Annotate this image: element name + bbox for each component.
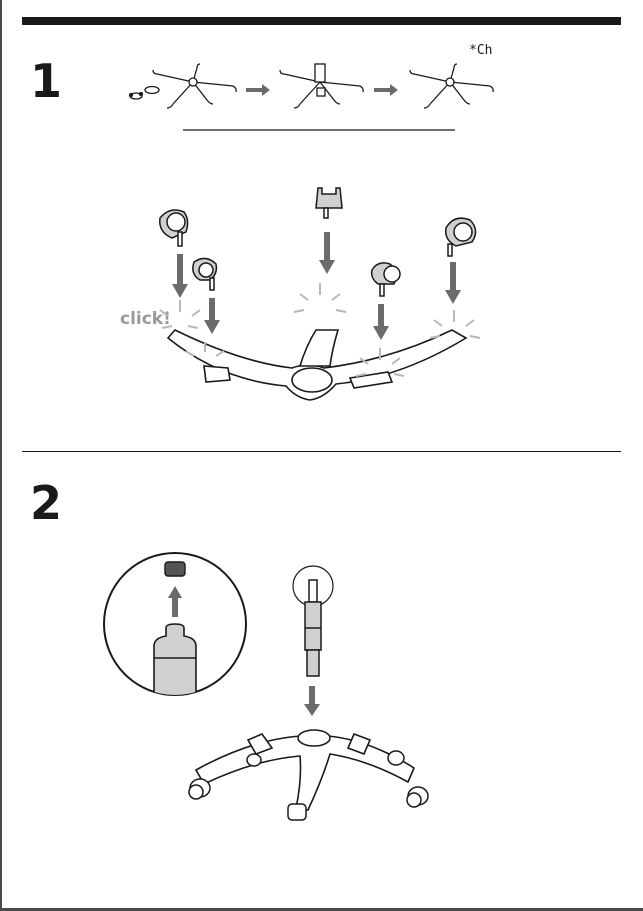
gas-lift-icon <box>304 579 322 677</box>
step-1-note: *Ch <box>469 43 493 58</box>
header-bar <box>22 17 621 25</box>
caster-wheel-icon <box>192 257 218 291</box>
section-divider <box>22 451 621 452</box>
chair-base-icon <box>409 63 494 109</box>
caster-installation-diagram <box>159 187 481 401</box>
caster-wheel-icon <box>188 750 429 821</box>
arrow-down-icon <box>304 686 320 716</box>
arrow-down-icon <box>172 232 461 340</box>
step-2-number: 2 <box>30 476 63 530</box>
arrow-right-icon <box>246 84 270 96</box>
page-frame-bottom <box>0 908 643 911</box>
chair-base-icon <box>152 63 237 109</box>
gas-lift-top <box>153 623 197 695</box>
step-1-number: 1 <box>30 54 63 108</box>
chair-base-icon <box>194 729 416 811</box>
caster-wheel-icon <box>444 217 477 257</box>
click-burst-icon <box>159 283 481 377</box>
caster-wheel-icon <box>370 262 401 297</box>
chair-base-icon <box>166 329 468 401</box>
arrow-up-icon <box>168 586 182 617</box>
loose-parts-icon <box>128 85 160 100</box>
chair-base-icon <box>279 63 364 109</box>
caster-wheel-icon <box>315 187 343 219</box>
arrow-right-icon <box>374 84 398 96</box>
caster-wheel-icon <box>159 209 189 247</box>
click-label: click! <box>120 309 171 329</box>
page-frame-left <box>0 0 2 911</box>
base-assembly-sequence <box>128 63 494 131</box>
